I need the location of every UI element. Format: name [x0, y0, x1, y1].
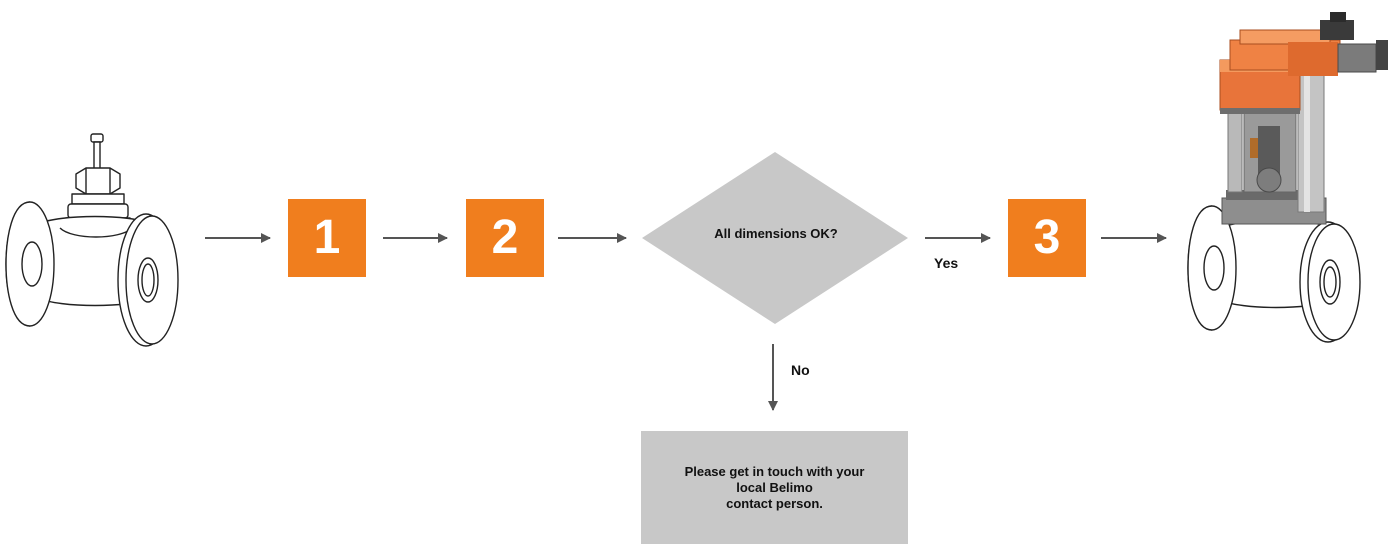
- contact-line-2: local Belimo: [736, 479, 813, 495]
- actuated-valve-illustration: [1187, 12, 1388, 343]
- step-1-box: 1: [288, 199, 366, 277]
- yes-label: Yes: [934, 255, 959, 271]
- step-2-box: 2: [466, 199, 544, 277]
- contact-line-3: contact person.: [726, 495, 823, 511]
- decision-question: All dimensions OK?: [714, 226, 838, 241]
- decision-diamond: [642, 152, 908, 324]
- contact-message: Please get in touch with your local Beli…: [650, 464, 900, 512]
- no-label: No: [791, 362, 810, 378]
- step-3-box: 3: [1008, 199, 1086, 277]
- contact-line-1: Please get in touch with your: [684, 463, 865, 479]
- bare-valve-illustration: [5, 133, 179, 347]
- contact-box: Please get in touch with your local Beli…: [641, 431, 908, 544]
